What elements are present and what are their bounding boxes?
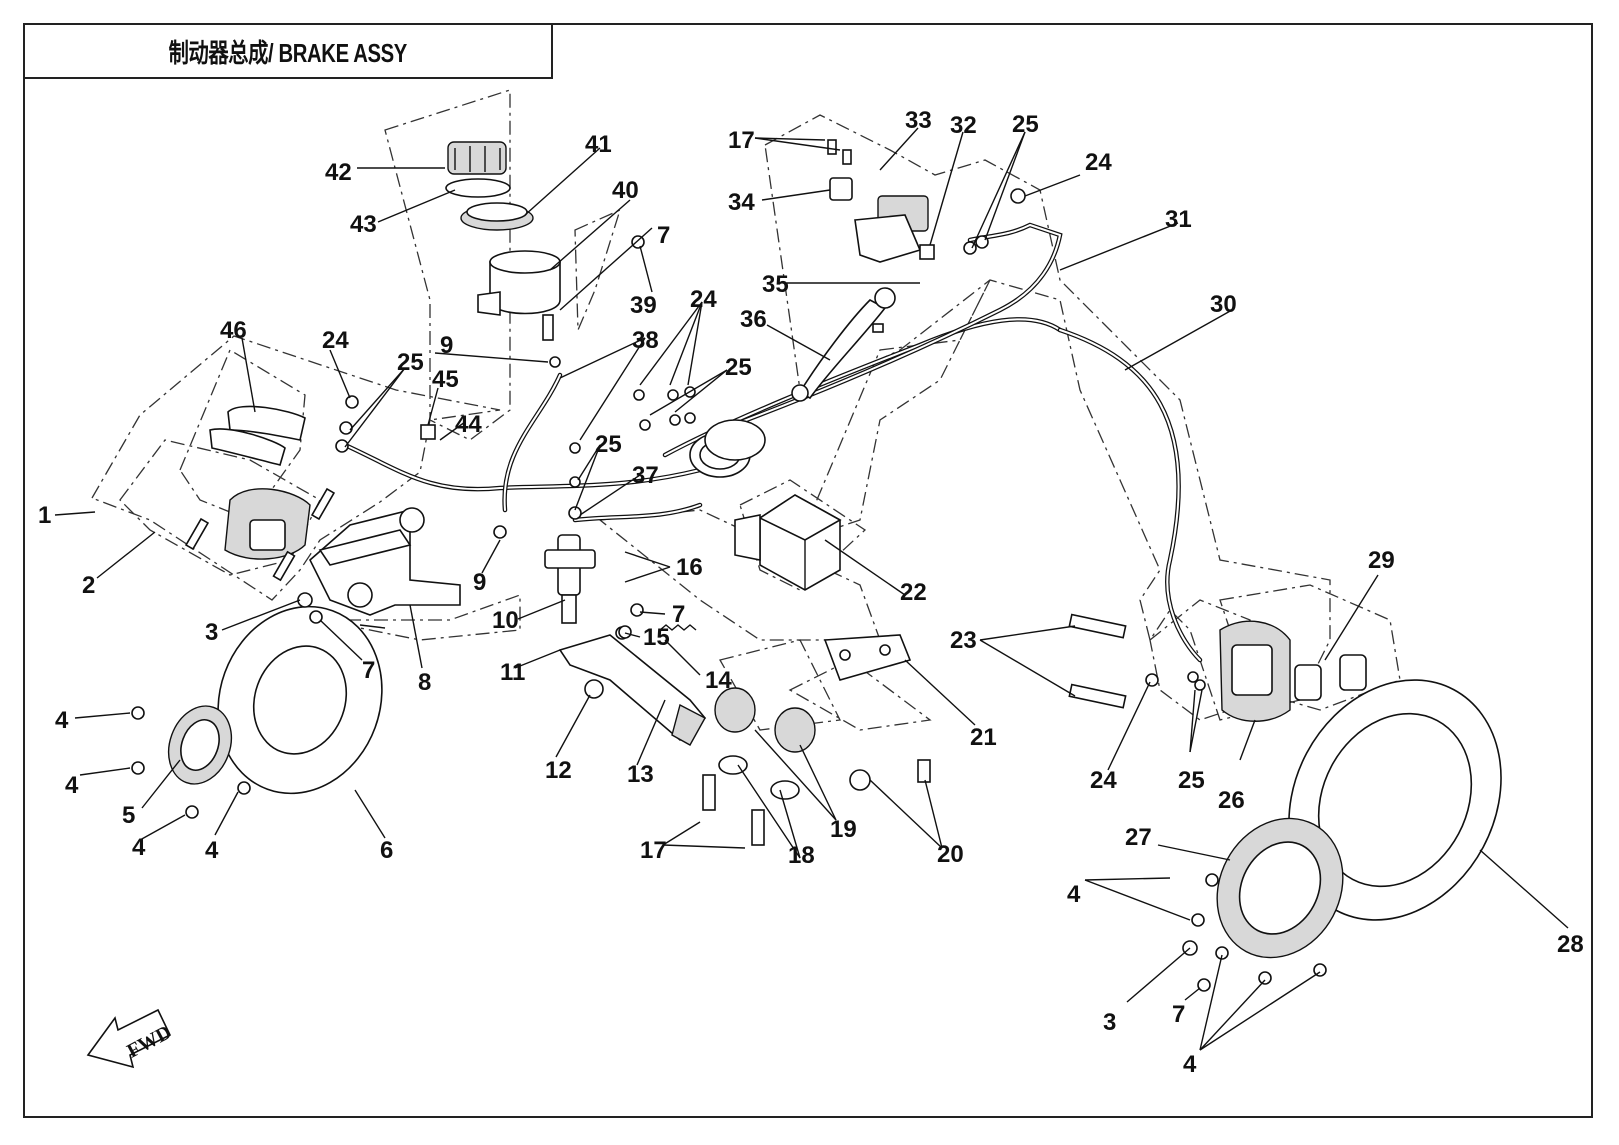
callout-c25a: 25: [397, 349, 424, 376]
callout-c14: 14: [705, 667, 732, 694]
callout-c16: 16: [676, 554, 703, 581]
callout-c7c: 7: [657, 222, 670, 249]
callout-c2: 2: [82, 572, 95, 599]
callout-c43: 43: [350, 211, 377, 238]
callout-c38: 38: [632, 327, 659, 354]
callout-c6: 6: [380, 837, 393, 864]
footrest-parts: [702, 634, 931, 846]
callout-c46: 46: [220, 317, 247, 344]
callout-c36: 36: [740, 306, 767, 333]
callout-c4f: 4: [1183, 1051, 1197, 1078]
callout-c30: 30: [1210, 291, 1237, 318]
callout-c40: 40: [612, 177, 639, 204]
rear-disc: [167, 605, 383, 795]
callout-c29: 29: [1368, 547, 1395, 574]
callout-c17a: 17: [640, 837, 667, 864]
callout-c35: 35: [762, 271, 789, 298]
callout-c24d: 24: [1090, 767, 1117, 794]
callout-c5: 5: [122, 802, 135, 829]
front-master-cylinder: [791, 139, 1026, 402]
callout-c31: 31: [1165, 206, 1192, 233]
callout-c7d: 7: [1172, 1001, 1185, 1028]
callout-c7b: 7: [672, 601, 685, 628]
callout-c37: 37: [632, 462, 659, 489]
leader-lines: [54, 127, 1569, 1051]
callout-c25d: 25: [1012, 111, 1039, 138]
brake-hoses: [342, 222, 1203, 663]
callout-c23: 23: [950, 627, 977, 654]
title-box: 制动器总成/ BRAKE ASSY: [23, 23, 553, 79]
callout-c19: 19: [830, 816, 857, 843]
callout-c41: 41: [585, 131, 612, 158]
fasteners: [131, 235, 1327, 992]
callout-c34: 34: [728, 189, 755, 216]
callout-c10: 10: [492, 607, 519, 634]
callout-c4b: 4: [65, 772, 79, 799]
callout-c11: 11: [500, 659, 525, 686]
callout-c28: 28: [1557, 931, 1584, 958]
callout-c8: 8: [418, 669, 431, 696]
callout-c4c: 4: [132, 834, 146, 861]
rear-caliper: [184, 405, 336, 582]
callout-c25b: 25: [595, 431, 622, 458]
callout-c39: 39: [630, 292, 657, 319]
callout-c32: 32: [950, 112, 977, 139]
fwd-arrow: FWD: [86, 1008, 175, 1069]
callout-c24a: 24: [322, 327, 349, 354]
callout-c24c: 24: [1085, 149, 1112, 176]
callout-labels: 1 2 3 4 4 4 4 5 6 7 8 9 9 10 11 12 13 14…: [38, 107, 1584, 1078]
front-disc: [1216, 679, 1502, 959]
callout-c1: 1: [38, 502, 51, 529]
callout-c17b: 17: [728, 127, 755, 154]
callout-c15: 15: [643, 624, 670, 651]
page-title: 制动器总成/ BRAKE ASSY: [168, 37, 408, 68]
callout-c42: 42: [325, 159, 352, 186]
callout-c33: 33: [905, 107, 932, 134]
callout-c7a: 7: [362, 657, 375, 684]
callout-c18: 18: [788, 842, 815, 869]
callout-c25c: 25: [725, 354, 752, 381]
callout-c3a: 3: [205, 619, 218, 646]
caliper-bracket: [309, 507, 461, 616]
callout-c25e: 25: [1178, 767, 1205, 794]
callout-c45: 45: [432, 366, 459, 393]
callout-c27: 27: [1125, 824, 1152, 851]
abs-unit: [734, 494, 842, 591]
callout-c21: 21: [970, 724, 997, 751]
callout-c4a: 4: [55, 707, 69, 734]
front-caliper: [1068, 613, 1367, 722]
callout-c20: 20: [937, 841, 964, 868]
callout-c4d: 4: [205, 837, 219, 864]
callout-c12: 12: [545, 757, 572, 784]
callout-c9b: 9: [473, 569, 486, 596]
callout-c24b: 24: [690, 286, 717, 313]
callout-c44: 44: [455, 411, 482, 438]
callout-c9a: 9: [440, 332, 453, 359]
callout-c13: 13: [627, 761, 654, 788]
callout-c4e: 4: [1067, 881, 1081, 908]
reservoir: [445, 141, 561, 341]
drawing-frame: [23, 23, 1593, 1118]
callout-c26: 26: [1218, 787, 1245, 814]
callout-c3b: 3: [1103, 1009, 1116, 1036]
callout-c22: 22: [900, 579, 927, 606]
